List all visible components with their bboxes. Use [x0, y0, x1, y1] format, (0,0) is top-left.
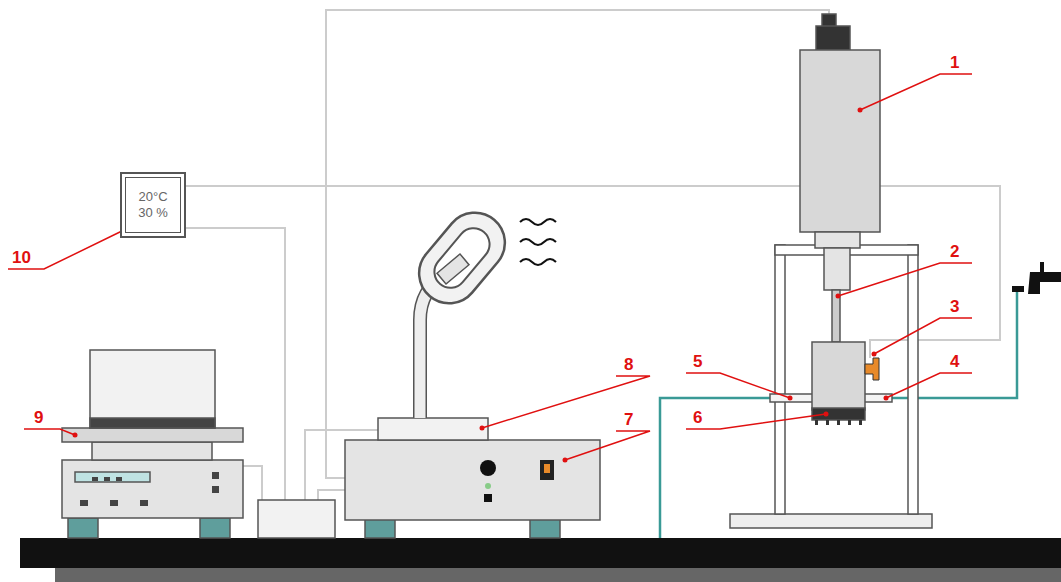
callout-number: 3: [950, 298, 959, 316]
callout-number: 9: [34, 409, 43, 427]
callout-number: 8: [624, 356, 633, 374]
callout-number: 5: [693, 353, 702, 371]
display-reading: 30 %: [138, 205, 168, 221]
sensor-display: 20°C30 %: [120, 172, 186, 238]
callout-number: 6: [693, 409, 702, 427]
callout-number: 7: [624, 411, 633, 429]
callout-number: 4: [950, 353, 959, 371]
callout-number: 2: [950, 243, 959, 261]
display-reading: 20°C: [138, 189, 167, 205]
callout-number: 1: [950, 54, 959, 72]
callout-number: 10: [12, 249, 31, 267]
